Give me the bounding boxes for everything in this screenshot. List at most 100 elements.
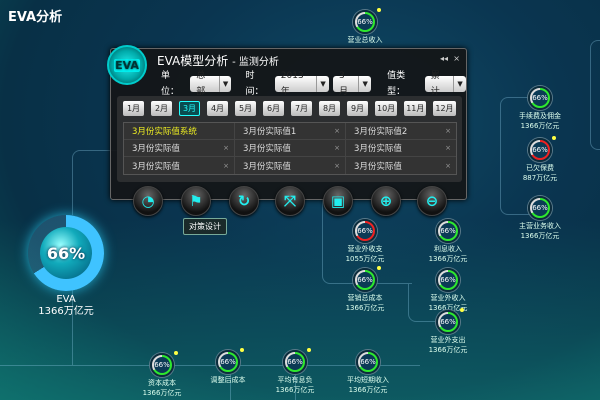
refresh-button[interactable]: ↻ (229, 186, 259, 216)
node-percent: 66% (360, 354, 376, 370)
month-value: 3月 (338, 70, 348, 97)
grid-row: 3月份实际值×3月份实际值×3月份实际值× (124, 157, 456, 174)
node-value: 1366万亿元 (520, 232, 560, 240)
month-tab[interactable]: 8月 (319, 101, 340, 116)
progress-ring: 66% (356, 350, 380, 374)
collapse-button[interactable]: ◂◂ (439, 54, 448, 63)
connector (295, 365, 296, 400)
grid-cell[interactable]: 3月份实际值1× (235, 123, 346, 139)
node-value: 1055万亿元 (345, 255, 385, 263)
zoom-in-button[interactable]: ⊕ (371, 186, 401, 216)
month-tab[interactable]: 1月 (123, 101, 144, 116)
year-value: 2013年 (280, 70, 304, 97)
month-tab[interactable]: 3月 (179, 101, 200, 116)
type-label: 值类型： (387, 70, 406, 97)
month-tab[interactable]: 6月 (263, 101, 284, 116)
cell-text: 3月份实际值 (354, 144, 402, 154)
remove-icon[interactable]: × (445, 161, 451, 170)
node-value: 887万亿元 (522, 174, 558, 182)
remove-icon[interactable]: × (445, 127, 451, 135)
eva-logo: EVA (107, 45, 147, 85)
month-tab[interactable]: 5月 (235, 101, 256, 116)
connector (72, 290, 73, 365)
close-button[interactable]: × (453, 54, 460, 63)
node-name: 营销总成本 (347, 294, 383, 302)
grid-cell[interactable]: 3月份实际值 × (346, 140, 456, 156)
window-subtitle: - 监测分析 (232, 57, 279, 68)
refresh-icon: ↻ (237, 192, 251, 210)
tooltip: 对策设计 (183, 218, 227, 235)
year-select[interactable]: 2013年 ▼ (274, 71, 329, 97)
zoom-out-button[interactable]: ⊖ (417, 186, 447, 216)
metric-node[interactable]: 66%营业总收入 (325, 8, 405, 45)
month-tab[interactable]: 9月 (347, 101, 368, 116)
node-value: 1366万亿元 (520, 122, 560, 130)
remove-icon[interactable]: × (223, 161, 229, 170)
unit-value: 总部 (196, 70, 206, 97)
month-tab[interactable]: 11月 (404, 101, 427, 116)
filter-row: 单位： 总部▼ 时间： 2013年▼ 3月▼ 值类型： 累计▼ (161, 71, 466, 97)
connector (590, 40, 600, 150)
alert-dot (377, 266, 381, 270)
grid-cell[interactable]: 3月份实际值系统 (124, 123, 235, 139)
remove-icon[interactable]: × (334, 161, 340, 170)
grid-cell[interactable]: 3月份实际值× (124, 157, 235, 174)
fullscreen-button[interactable]: ⤧ (275, 186, 305, 216)
grid-cell[interactable]: 3月份实际值× (235, 157, 346, 174)
connector (500, 97, 540, 215)
node-name: 资本成本 (148, 379, 176, 387)
remove-icon[interactable]: × (334, 127, 340, 135)
month-tab[interactable]: 10月 (375, 101, 398, 116)
node-name: 调整后成本 (210, 376, 246, 384)
month-tab[interactable]: 12月 (433, 101, 456, 116)
node-percent: 66% (154, 357, 170, 373)
node-name: 营业外支出 (430, 336, 466, 344)
grid-cell[interactable]: 3月份实际值× (124, 140, 235, 156)
month-tab[interactable]: 4月 (207, 101, 228, 116)
node-name: 营业外收入 (430, 294, 466, 302)
eva-gauge[interactable]: 66% (28, 215, 104, 291)
month-select[interactable]: 3月▼ (332, 71, 372, 97)
type-select[interactable]: 累计▼ (424, 71, 466, 97)
time-label: 时间： (245, 70, 264, 97)
connector (0, 365, 420, 366)
grid-row: 3月份实际值×3月份实际值×3月份实际值× (124, 140, 456, 157)
strategy-design-button[interactable]: ⚑ (181, 186, 211, 216)
node-name: 主营业务收入 (519, 222, 561, 230)
logo-text: EVA (114, 58, 140, 72)
save-button[interactable]: ▣ (323, 186, 353, 216)
month-tab[interactable]: 2月 (151, 101, 172, 116)
progress-ring: 66% (528, 86, 552, 110)
grid-cell[interactable]: 3月份实际值× (235, 140, 346, 156)
remove-icon[interactable]: × (334, 144, 340, 152)
unit-select[interactable]: 总部▼ (190, 71, 232, 97)
grid-cell[interactable]: 3月份实际值× (346, 157, 456, 174)
progress-ring: 66% (216, 350, 240, 374)
alert-dot (377, 8, 381, 12)
metric-node[interactable]: 66% 调整后成本 (188, 348, 268, 385)
remove-icon[interactable]: × (223, 144, 229, 152)
month-tab[interactable]: 7月 (291, 101, 312, 116)
progress-ring: 66% (283, 350, 307, 374)
progress-ring: 66% (436, 310, 460, 334)
remove-icon[interactable]: × (445, 144, 451, 152)
chart-button[interactable]: ◔ (133, 186, 163, 216)
window-title-text: EVA模型分析 (157, 54, 229, 68)
progress-ring: 66% (353, 10, 377, 34)
eva-value: 1366万亿元 (38, 306, 94, 317)
chevron-down-icon: ▼ (316, 75, 329, 92)
alert-dot (552, 136, 556, 140)
grid-cell[interactable]: 3月份实际值2× (346, 123, 456, 139)
